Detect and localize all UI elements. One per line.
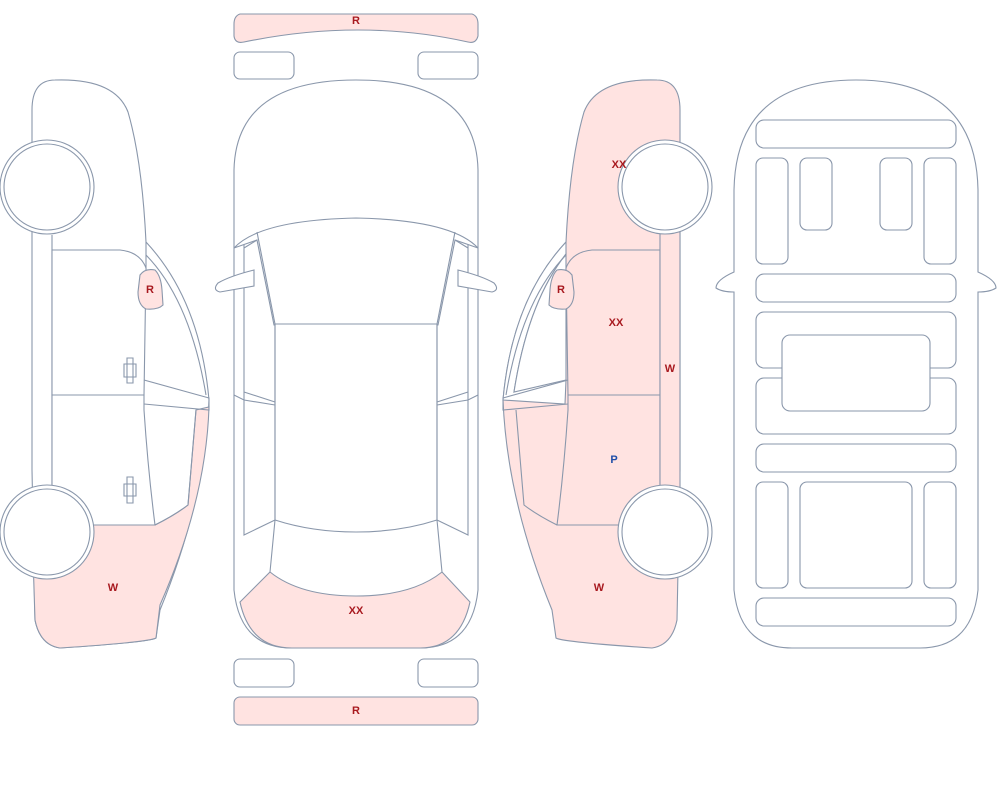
headlight-right[interactable]	[417, 51, 479, 80]
windshield[interactable]	[233, 217, 479, 326]
code-right-rear-quarter: W	[594, 582, 605, 594]
panel-rear-left[interactable]	[755, 481, 789, 589]
panel-mid-bar-1[interactable]	[755, 273, 957, 303]
right-body-lines	[502, 254, 569, 526]
top-body-lines	[233, 231, 479, 573]
left-door-handle-front[interactable]	[123, 357, 137, 384]
code-right-sill: W	[665, 363, 676, 375]
code-left-mirror: R	[146, 284, 154, 296]
panel-rear-center[interactable]	[799, 481, 913, 589]
code-right-front-door: XX	[609, 317, 624, 329]
panel-mid-bar-2[interactable]	[755, 443, 957, 473]
left-door-handle-rear[interactable]	[123, 476, 137, 504]
headlight-left[interactable]	[233, 51, 295, 80]
rear-window-area[interactable]	[239, 571, 471, 649]
panel-front-right[interactable]	[923, 157, 957, 265]
panel-front-bar[interactable]	[755, 119, 957, 149]
taillight-right[interactable]	[417, 658, 479, 688]
right-side-view	[502, 79, 713, 649]
panel-rear-bar[interactable]	[755, 597, 957, 627]
panel-front-left[interactable]	[755, 157, 789, 265]
front-bumper[interactable]	[233, 13, 479, 43]
right-front-wheel-inner	[621, 143, 709, 231]
left-mirror[interactable]	[137, 269, 164, 310]
code-right-mirror: R	[557, 284, 565, 296]
code-right-front-fender: XX	[612, 159, 627, 171]
code-right-rear-door: P	[610, 454, 617, 466]
panel-front-center-right[interactable]	[879, 157, 913, 231]
panel-mid-center[interactable]	[781, 334, 931, 412]
left-front-door-outline[interactable]	[51, 249, 147, 396]
taillight-left[interactable]	[233, 658, 295, 688]
roof[interactable]	[274, 323, 438, 533]
panel-rear-right[interactable]	[923, 481, 957, 589]
right-front-door[interactable]	[565, 249, 661, 396]
left-front-wheel-inner	[3, 143, 91, 231]
damage-codes: R R W XX R XX R XX W P W	[108, 15, 676, 717]
top-mirror-left[interactable]	[214, 269, 255, 293]
panel-front-center-left[interactable]	[799, 157, 833, 231]
left-side-view	[0, 79, 210, 649]
code-rear-bumper: R	[352, 705, 360, 717]
underside-view	[715, 79, 997, 649]
rear-bumper[interactable]	[233, 696, 479, 726]
right-mirror[interactable]	[548, 269, 575, 310]
top-view	[214, 13, 498, 726]
code-rear-window-area: XX	[349, 605, 364, 617]
left-window-frame	[143, 254, 210, 526]
left-rear-wheel-inner	[3, 488, 91, 576]
code-left-rear-quarter: W	[108, 582, 119, 594]
right-rear-wheel-inner	[621, 488, 709, 576]
top-mirror-right[interactable]	[457, 269, 498, 293]
code-front-bumper: R	[352, 15, 360, 27]
